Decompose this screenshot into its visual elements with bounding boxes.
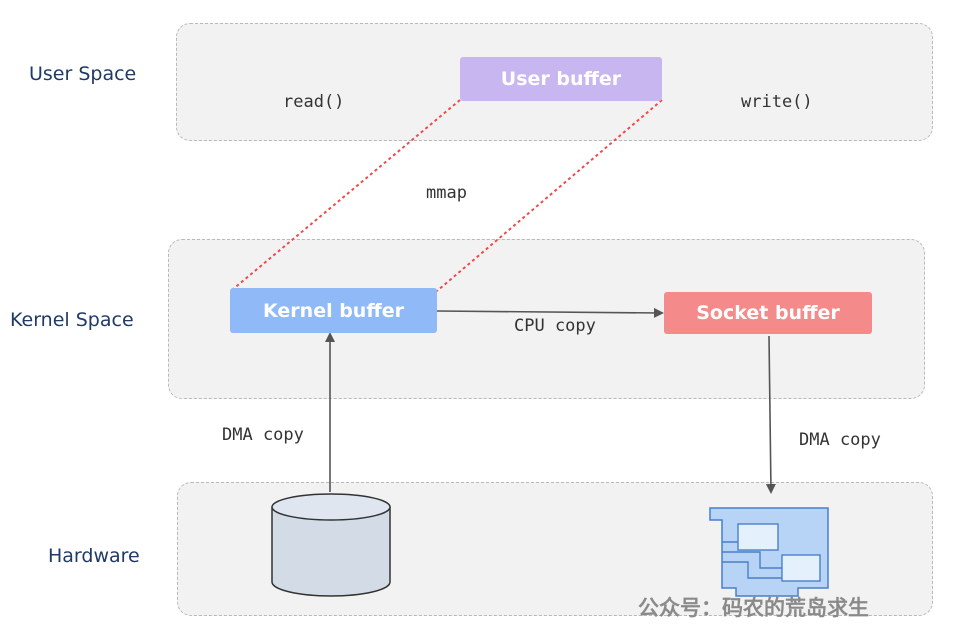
- disk-icon: [271, 493, 391, 597]
- cpu-copy-arrow: [436, 307, 664, 318]
- mmap-line-right: [436, 99, 663, 292]
- dma-copy-out-arrow: [765, 335, 776, 494]
- kernel-buffer: Kernel buffer: [230, 288, 437, 333]
- mmap-label: mmap: [426, 183, 467, 203]
- mmap-line-left: [231, 99, 461, 291]
- dma-copy-out-label: DMA copy: [799, 430, 881, 450]
- kernel-space-label: Kernel Space: [10, 309, 134, 331]
- hardware-label: Hardware: [48, 545, 140, 567]
- network-card-icon: [709, 507, 829, 597]
- user-buffer: User buffer: [460, 57, 662, 101]
- user-space-label: User Space: [29, 63, 137, 85]
- read-call-label: read(): [283, 92, 345, 112]
- socket-buffer: Socket buffer: [664, 292, 872, 334]
- write-call-label: write(): [741, 92, 813, 112]
- watermark: 公众号：码农的荒岛求生: [638, 596, 869, 620]
- dma-copy-in-label: DMA copy: [222, 425, 304, 445]
- cpu-copy-label: CPU copy: [514, 316, 596, 336]
